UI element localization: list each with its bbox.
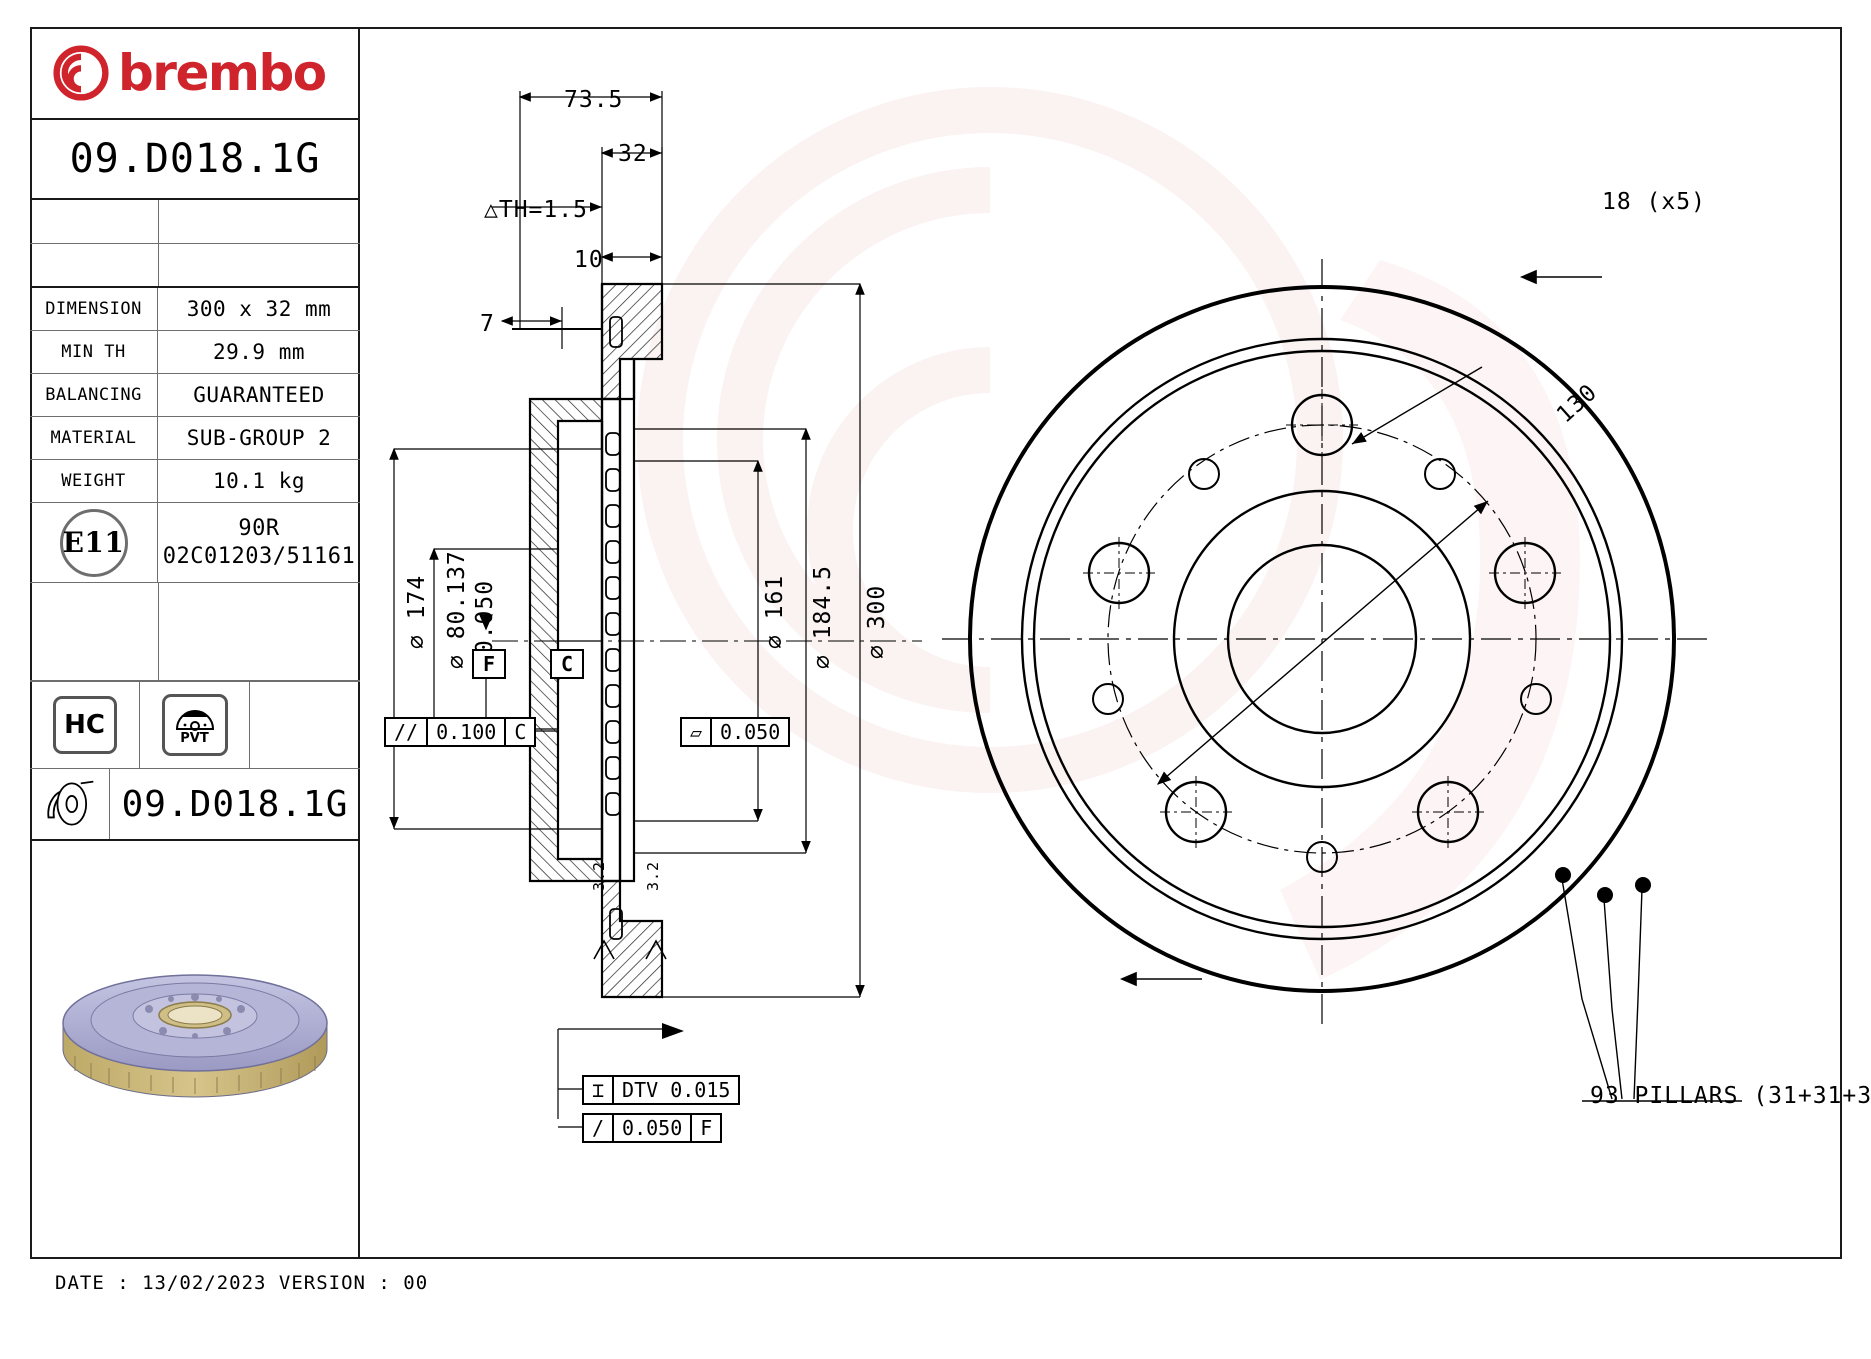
surface-finish-right: 3.2 [644,860,662,891]
datum-c-box: C [550,649,584,679]
spec-value-min-th: 29.9 mm [212,340,305,364]
runout-datum: F [700,1116,713,1140]
face-view [942,259,1742,1102]
homologation-mark-cell: E11 [30,503,158,582]
disc-part-row: 09.D018.1G [30,769,360,841]
dim-od-174: ⌀ 174 [404,574,430,649]
drawing-sheet: brembo 09.D018.1G DIMENSION 300 x 32 mm … [30,27,1871,1294]
spec-value-material: SUB-GROUP 2 [186,426,332,450]
brake-disc-photo [62,974,328,1098]
spec-label-min-th: MIN TH [30,331,158,373]
dim-bore-max: ⌀ 80.137 [444,550,470,669]
flatness-tolerance: 0.050 [720,720,781,744]
spec-label-balancing: BALANCING [30,374,158,416]
hc-badge-cell: HC [30,682,140,768]
pvt-disc-glyph [175,710,214,731]
hc-icon: HC [52,696,117,754]
homologation-value-cell: 90R 02C01203/51161 [158,503,360,582]
spec-row-dimension: DIMENSION 300 x 32 mm [30,288,360,331]
info-table: brembo 09.D018.1G DIMENSION 300 x 32 mm … [30,27,360,1259]
blank-row-2 [30,244,360,288]
flatness-frame: ▱ 0.050 [680,717,791,747]
dim-73-5: 73.5 [564,87,624,113]
dtv-symbol: ⌶ [584,1077,615,1103]
badge-empty-cell [250,682,360,768]
blank-row-1 [30,200,360,244]
homologation-line2: 02C01203/51161 [162,543,356,569]
spec-value-dimension: 300 x 32 mm [186,297,332,321]
sheet-border [30,27,1842,1259]
brembo-logo: brembo [30,27,360,120]
brembo-wordmark: brembo [118,43,327,102]
spec-label-dimension: DIMENSION [30,288,158,330]
spec-value-weight: 10.1 kg [212,469,305,493]
flatness-symbol: ▱ [682,719,713,745]
badge-row: HC PVT [30,681,360,769]
homologation-line1: 90R [238,516,280,541]
runout-symbol: / [584,1115,615,1141]
brembo-mark-icon [53,44,109,101]
dim-7: 7 [480,311,495,337]
spec-row-balancing: BALANCING GUARANTEED [30,374,360,417]
runout-tolerance: 0.050 [614,1115,693,1141]
runout-frame: / 0.050 F [582,1113,723,1143]
parallelism-symbol: // [386,719,429,745]
datum-f-box: F [472,649,506,679]
pvt-label: PVT [180,731,209,746]
dtv-frame: ⌶ DTV 0.015 [582,1075,741,1105]
parallelism-tolerance: 0.100 [428,719,507,745]
brake-disc-icon [30,769,110,839]
product-photo [30,841,360,1181]
spec-row-min-th: MIN TH 29.9 mm [30,331,360,374]
dim-dia-184-5: ⌀ 184.5 [810,565,836,669]
part-number-header: 09.D018.1G [30,120,360,200]
section-view [389,91,922,1128]
dim-32: 32 [618,141,648,167]
e11-icon: E11 [59,508,128,577]
label-pillars: 93 PILLARS (31+31+31) [1590,1083,1871,1109]
spec-label-weight: WEIGHT [30,460,158,502]
spec-row-material: MATERIAL SUB-GROUP 2 [30,417,360,460]
label-bolt-holes: 18 (x5) [1602,189,1706,215]
dim-th-tolerance: △TH=1.5 [484,197,588,223]
parallelism-frame: // 0.100 C [384,717,537,747]
pvt-badge-cell: PVT [140,682,250,768]
spec-value-balancing: GUARANTEED [193,383,325,407]
surface-finish-left: 3.2 [590,860,608,891]
dtv-tolerance: DTV 0.015 [622,1078,731,1102]
pvt-icon: PVT [161,694,228,756]
blank-row-3 [30,583,360,681]
technical-drawing: 73.5 32 △TH=1.5 10 7 ⌀ 174 ⌀ 80.137 80.0… [362,29,1871,1257]
spec-row-weight: WEIGHT 10.1 kg [30,460,360,503]
disc-part-number: 09.D018.1G [121,783,349,825]
footer-date-version: DATE : 13/02/2023 VERSION : 00 [55,1272,429,1294]
dim-dia-300: ⌀ 300 [864,584,890,659]
dim-dia-161: ⌀ 161 [762,574,788,649]
spec-label-material: MATERIAL [30,417,158,459]
spec-row-homologation: E11 90R 02C01203/51161 [30,503,360,583]
part-number-value: 09.D018.1G [69,136,321,182]
dim-10: 10 [574,247,604,273]
parallelism-datum: C [514,720,527,744]
